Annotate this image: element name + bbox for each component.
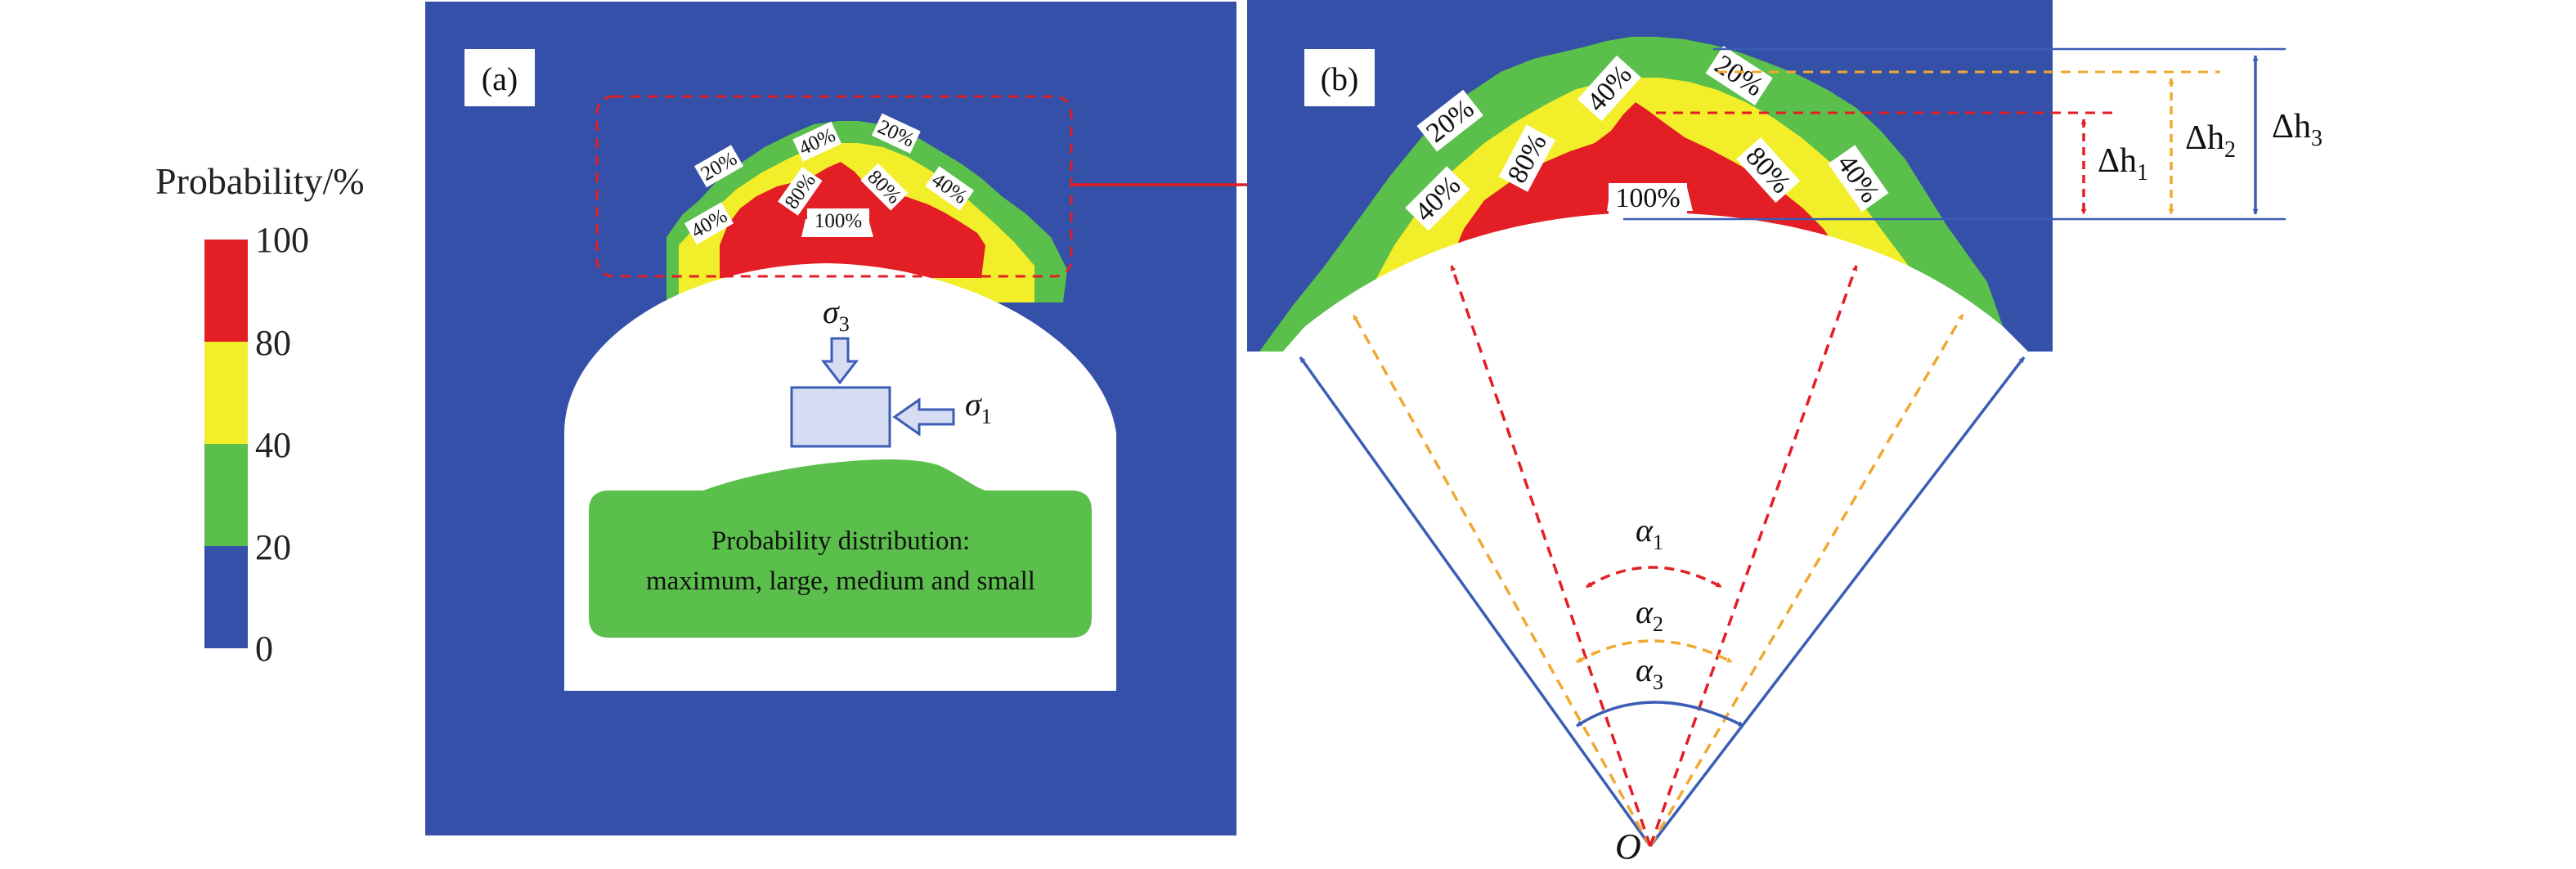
legend-tick-100: 100 <box>255 220 309 260</box>
alpha2-label: α2 <box>1636 594 1663 636</box>
panel-a-contour-labels: 20% 40% 20% 40% 80% 80% <box>684 113 975 245</box>
panel-a-label-bg <box>684 202 734 245</box>
sigma3-label: σ3 <box>823 293 850 336</box>
note-line-1: Probability distribution: <box>711 526 970 556</box>
legend-title: Probability/% <box>155 160 365 202</box>
alpha3-label: α3 <box>1636 652 1663 694</box>
panel-a-label-bg <box>925 166 975 211</box>
dh2-label: Δh2 <box>2185 119 2236 163</box>
panel-a-label-bg <box>871 113 921 154</box>
alpha3-arc <box>1576 701 1744 728</box>
radial-arrow-orange-right <box>1649 314 1964 847</box>
panel-a-label-bg <box>778 166 823 216</box>
sigma3-arrow-icon <box>820 337 859 385</box>
panel-b-label-bg <box>1736 137 1801 204</box>
stress-block <box>790 386 891 448</box>
panel-b-excavation-surface <box>1276 213 2036 360</box>
legend-swatch-80 <box>204 342 248 444</box>
panel-b-label-bg <box>1416 89 1483 152</box>
alpha1-arc <box>1586 566 1722 589</box>
panel-a-contour-100: 100% <box>815 210 862 232</box>
angle-arcs <box>1576 566 1744 728</box>
radial-arrow-blue-left <box>1299 356 1652 848</box>
legend-tick-20: 20 <box>255 527 291 567</box>
dh3-label: Δh3 <box>2272 108 2322 151</box>
panel-a-zoom-region <box>595 95 1073 278</box>
legend-tick-0: 0 <box>255 629 273 669</box>
panel-a-label-bg <box>792 121 842 162</box>
sigma1-label: σ1 <box>965 386 992 428</box>
panel-a: 20% 40% 20% 40% 80% 80% <box>425 2 1309 835</box>
panel-b-label-bg <box>1405 166 1470 231</box>
dh1-label: Δh1 <box>2098 142 2148 186</box>
legend-tick-80: 80 <box>255 323 291 363</box>
panel-a-label-bg <box>860 163 909 211</box>
radial-arrow-red-right <box>1649 265 1858 847</box>
radial-arrows <box>1299 265 2026 848</box>
radial-arrow-red-left <box>1450 265 1652 847</box>
angle-labels: α1 α2 α3 <box>1636 512 1663 694</box>
note-line-2: maximum, large, medium and small <box>646 567 1035 596</box>
panel-b: 20% 40% 20% 80% 80% 40% <box>1247 0 2322 867</box>
legend-swatch-40 <box>204 444 248 546</box>
legend: Probability/% 100 80 40 20 0 <box>155 160 365 669</box>
panel-b-label-bg <box>1498 124 1555 192</box>
legend-swatch-20 <box>204 546 248 648</box>
legend-swatch-100 <box>204 240 248 342</box>
panel-a-label-box <box>464 49 535 106</box>
panel-a-label-bg <box>693 145 744 188</box>
panel-a-label-bg <box>807 208 869 233</box>
note-box <box>589 459 1092 638</box>
sigma1-arrow-icon <box>892 397 955 437</box>
alpha1-label: α1 <box>1636 512 1663 554</box>
panel-b-label-bg <box>1609 183 1687 214</box>
panel-a-label: (a) <box>482 60 518 97</box>
panel-b-contour-100: 100% <box>1615 183 1680 213</box>
height-dimensions <box>1623 47 2286 221</box>
legend-tick-40: 40 <box>255 425 291 465</box>
panel-b-label-bg <box>1705 46 1773 105</box>
panel-b-label-box <box>1304 49 1375 106</box>
panel-b-label-bg <box>1828 145 1889 213</box>
alpha2-arc <box>1576 639 1733 664</box>
height-labels: Δh1 Δh2 Δh3 <box>2098 108 2322 186</box>
radial-arrow-blue-right <box>1649 356 2026 848</box>
panel-b-label-bg <box>1577 55 1641 122</box>
radial-arrow-orange-left <box>1352 314 1652 847</box>
origin-label: O <box>1615 826 1641 867</box>
stress-element: σ3 σ1 <box>790 293 992 448</box>
panel-b-label: (b) <box>1321 60 1359 97</box>
